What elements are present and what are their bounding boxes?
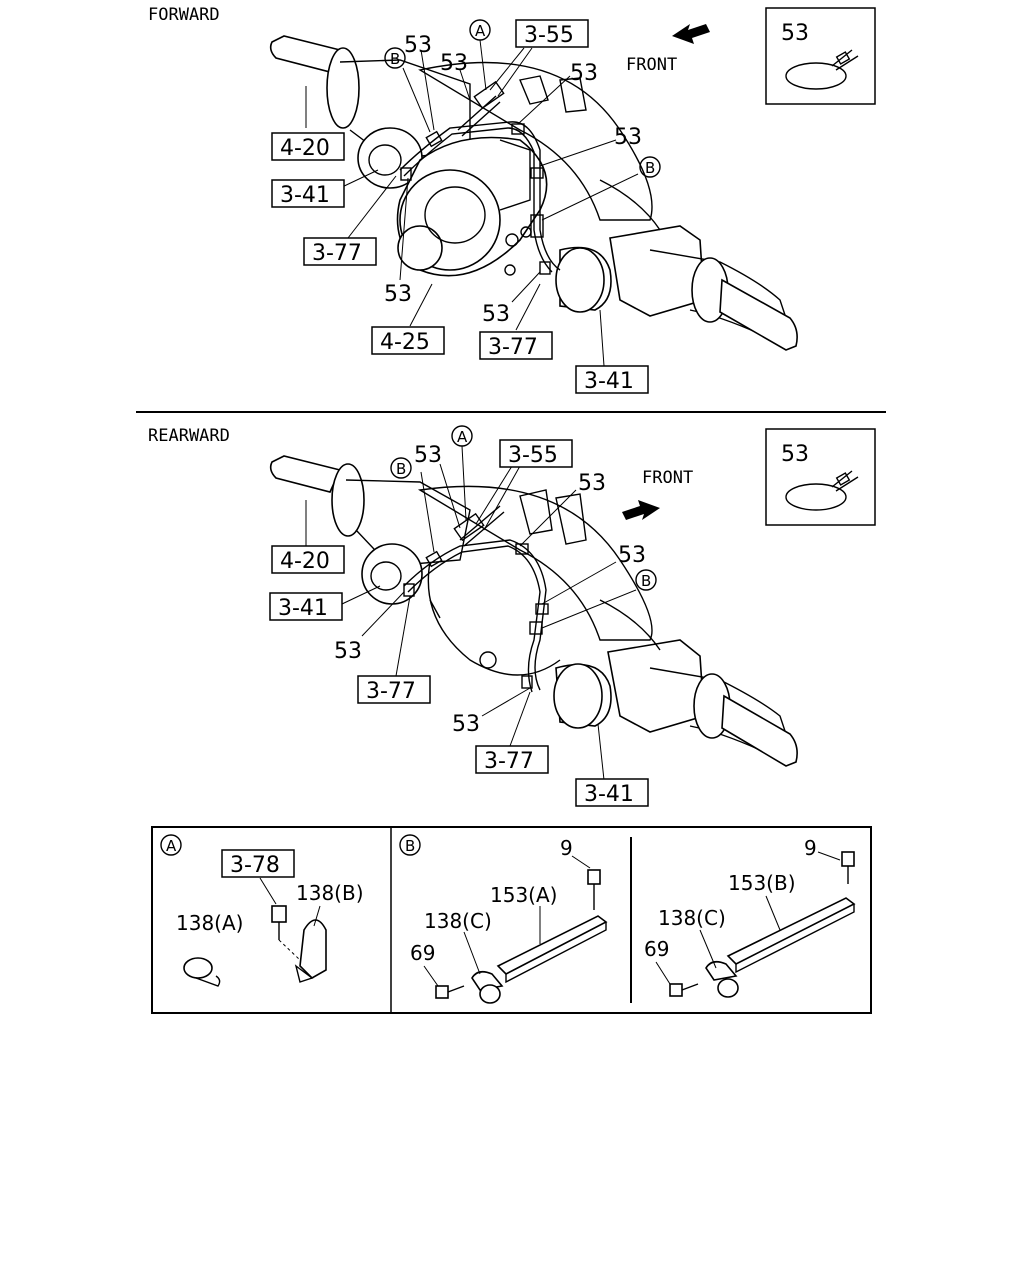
- part-label-53-r5: 53: [452, 712, 480, 737]
- part-label-9-left: 9: [560, 836, 573, 860]
- svg-text:3-55: 3-55: [508, 443, 558, 468]
- marker-b-forward-right: B: [639, 156, 661, 178]
- marker-a-rearward: A: [451, 425, 473, 447]
- front-label-rearward: FRONT: [642, 468, 693, 488]
- clip-138a-drawing: [183, 957, 221, 987]
- svg-text:3-41: 3-41: [584, 369, 634, 394]
- ref-box-4-20-rearward: 4-20: [271, 545, 345, 574]
- part-label-53-r1: 53: [414, 443, 442, 468]
- inset-label-53-forward: 53: [781, 21, 809, 46]
- part-label-138c-left: 138(C): [424, 909, 492, 933]
- part-label-53-f1: 53: [404, 33, 432, 58]
- ref-box-3-77-rearward-right: 3-77: [475, 745, 549, 774]
- rearward-leader-lines: [305, 445, 637, 781]
- svg-text:3-77: 3-77: [488, 335, 538, 360]
- ref-box-3-77-forward-right: 3-77: [479, 331, 553, 360]
- part-label-138a: 138(A): [176, 911, 243, 935]
- svg-text:A: A: [457, 428, 468, 446]
- svg-text:B: B: [390, 50, 400, 68]
- part-label-69-right: 69: [644, 937, 669, 961]
- svg-text:3-77: 3-77: [484, 749, 534, 774]
- svg-text:B: B: [405, 837, 415, 855]
- ref-box-3-41-rearward-left: 3-41: [269, 592, 343, 621]
- svg-text:3-78: 3-78: [230, 853, 280, 878]
- ref-box-3-41-forward-right: 3-41: [575, 365, 649, 394]
- marker-b-detail: B: [399, 834, 421, 856]
- svg-text:4-25: 4-25: [380, 330, 430, 355]
- bracket-153a-drawing: [423, 855, 608, 1004]
- inset-clip-53-rearward: [765, 428, 876, 526]
- ref-box-3-55-forward: 3-55: [515, 19, 589, 48]
- rearward-axle-drawing: [269, 455, 798, 767]
- part-label-9-right: 9: [804, 836, 817, 860]
- part-label-53-f2: 53: [440, 51, 468, 76]
- part-label-53-r4: 53: [334, 639, 362, 664]
- ref-box-3-41-forward-left: 3-41: [271, 179, 345, 208]
- marker-b-rearward-right: B: [635, 569, 657, 591]
- clip-138b-drawing: [278, 905, 327, 983]
- marker-a-detail: A: [160, 834, 182, 856]
- part-label-53-r3: 53: [618, 543, 646, 568]
- part-label-53-f4: 53: [614, 125, 642, 150]
- front-label-forward: FRONT: [626, 55, 677, 75]
- forward-label: FORWARD: [148, 5, 220, 25]
- svg-text:A: A: [166, 837, 177, 855]
- marker-b-rearward-top: B: [390, 457, 412, 479]
- part-label-69-left: 69: [410, 941, 435, 965]
- ref-box-3-55-rearward: 3-55: [499, 439, 573, 468]
- bolt-3-78-drawing: [259, 877, 287, 940]
- part-label-138b: 138(B): [296, 881, 364, 905]
- inset-label-53-rearward: 53: [781, 442, 809, 467]
- marker-b-forward-top: B: [384, 47, 406, 69]
- svg-text:B: B: [641, 572, 651, 590]
- part-label-138c-right: 138(C): [658, 906, 726, 930]
- ref-box-3-78: 3-78: [221, 849, 295, 878]
- ref-box-3-41-rearward-right: 3-41: [575, 778, 649, 807]
- svg-text:B: B: [396, 460, 406, 478]
- ref-box-4-20-forward: 4-20: [271, 132, 345, 161]
- svg-text:A: A: [475, 22, 486, 40]
- inset-clip-53-forward: [765, 7, 876, 105]
- forward-leader-lines: [305, 39, 639, 367]
- svg-text:3-41: 3-41: [280, 183, 330, 208]
- part-label-153a: 153(A): [490, 883, 557, 907]
- svg-text:B: B: [645, 159, 655, 177]
- svg-text:3-77: 3-77: [366, 679, 416, 704]
- part-label-53-f5: 53: [384, 282, 412, 307]
- svg-text:3-41: 3-41: [584, 782, 634, 807]
- part-label-53-r2: 53: [578, 471, 606, 496]
- ref-box-3-77-forward-left: 3-77: [303, 237, 377, 266]
- svg-text:3-41: 3-41: [278, 596, 328, 621]
- front-arrow-icon-rearward: [622, 500, 660, 520]
- svg-text:4-20: 4-20: [280, 136, 330, 161]
- ref-box-4-25-forward: 4-25: [371, 326, 445, 355]
- svg-text:4-20: 4-20: [280, 549, 330, 574]
- svg-text:3-55: 3-55: [524, 23, 574, 48]
- forward-axle-drawing: [269, 35, 798, 351]
- rearward-label: REARWARD: [148, 426, 230, 446]
- marker-a-forward: A: [469, 19, 491, 41]
- bracket-153b-drawing: [655, 851, 856, 998]
- part-label-53-f3: 53: [570, 61, 598, 86]
- part-label-153b: 153(B): [728, 871, 796, 895]
- front-arrow-icon-forward: [672, 24, 710, 44]
- svg-text:3-77: 3-77: [312, 241, 362, 266]
- part-label-53-f6: 53: [482, 302, 510, 327]
- ref-box-3-77-rearward-left: 3-77: [357, 675, 431, 704]
